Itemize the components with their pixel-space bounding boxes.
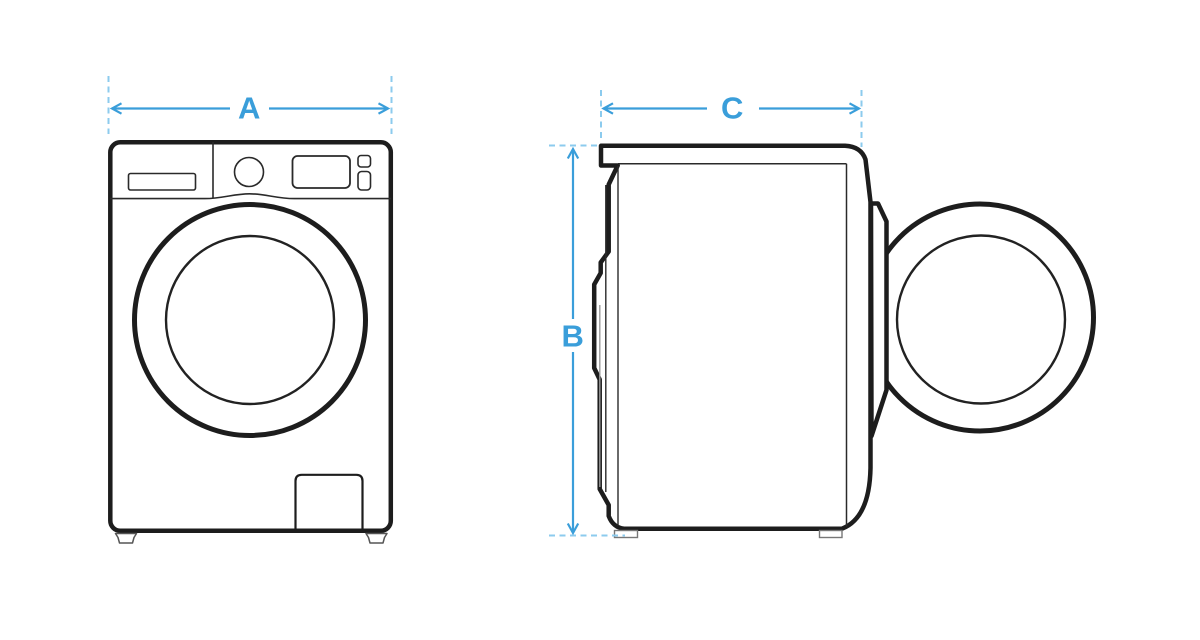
front-view bbox=[108, 140, 394, 544]
dimension-a: A bbox=[107, 76, 393, 134]
side-body-outline bbox=[591, 143, 873, 531]
program-knob bbox=[233, 156, 265, 188]
display-panel bbox=[291, 155, 351, 189]
arrowhead-c-left bbox=[601, 102, 614, 115]
door-porthole-outer bbox=[132, 202, 368, 438]
control-panel-line bbox=[110, 192, 391, 200]
dimension-c: C bbox=[600, 90, 863, 147]
side-door-inner bbox=[895, 234, 1067, 405]
detergent-drawer bbox=[127, 172, 197, 191]
front-right-foot bbox=[365, 532, 388, 544]
front-left-foot bbox=[114, 532, 138, 544]
dimension-c-label: C bbox=[721, 91, 744, 126]
filter-access-panel bbox=[294, 473, 364, 531]
side-back-foot bbox=[613, 529, 639, 539]
door-hinge-mount bbox=[868, 201, 889, 439]
button-bottom bbox=[357, 170, 372, 191]
arrowhead-a-left bbox=[109, 102, 123, 115]
side-front-foot bbox=[818, 529, 843, 539]
dimension-b: B bbox=[549, 144, 625, 537]
arrowhead-c-right bbox=[848, 102, 862, 115]
arrowhead-b-bottom bbox=[566, 522, 580, 536]
dimension-b-label: B bbox=[562, 319, 585, 354]
dimension-a-label: A bbox=[238, 91, 261, 126]
door-porthole-inner bbox=[164, 234, 336, 406]
button-top bbox=[357, 154, 372, 168]
arrowhead-b-top bbox=[566, 146, 580, 160]
arrowhead-a-right bbox=[377, 102, 391, 115]
side-view bbox=[591, 143, 1096, 539]
